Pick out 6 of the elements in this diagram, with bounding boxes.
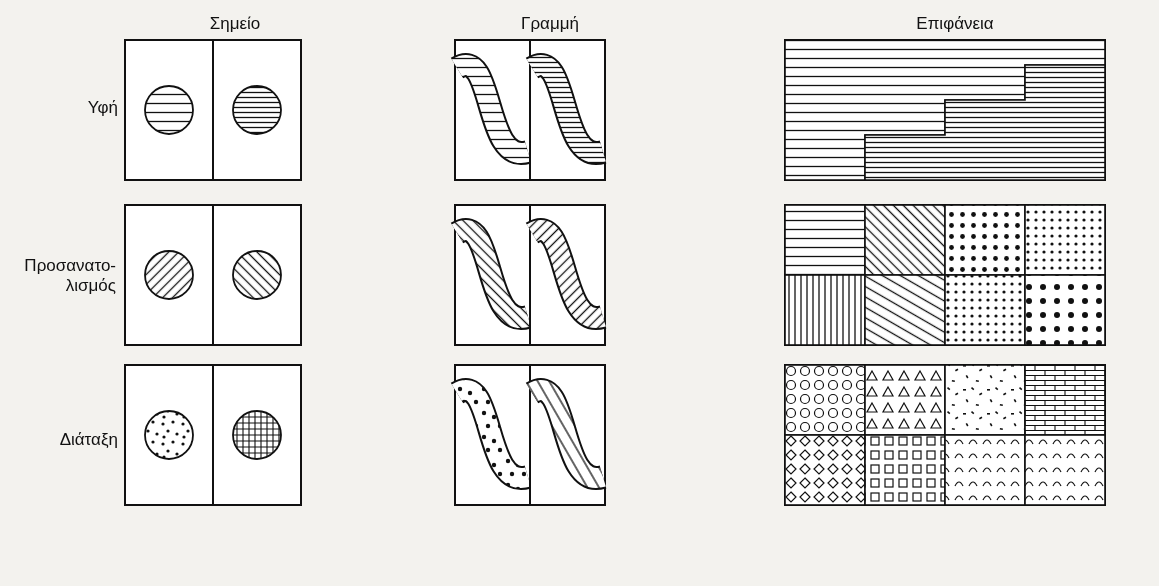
row-label: Προσανατο-λισμός bbox=[24, 256, 116, 295]
row-label: Διάταξη bbox=[59, 430, 118, 449]
column-heading: Σημείο bbox=[209, 14, 261, 33]
column-heading: Γραμμή bbox=[521, 14, 579, 33]
column-heading: Επιφάνεια bbox=[916, 14, 994, 33]
row-label: Υφή bbox=[87, 98, 118, 117]
